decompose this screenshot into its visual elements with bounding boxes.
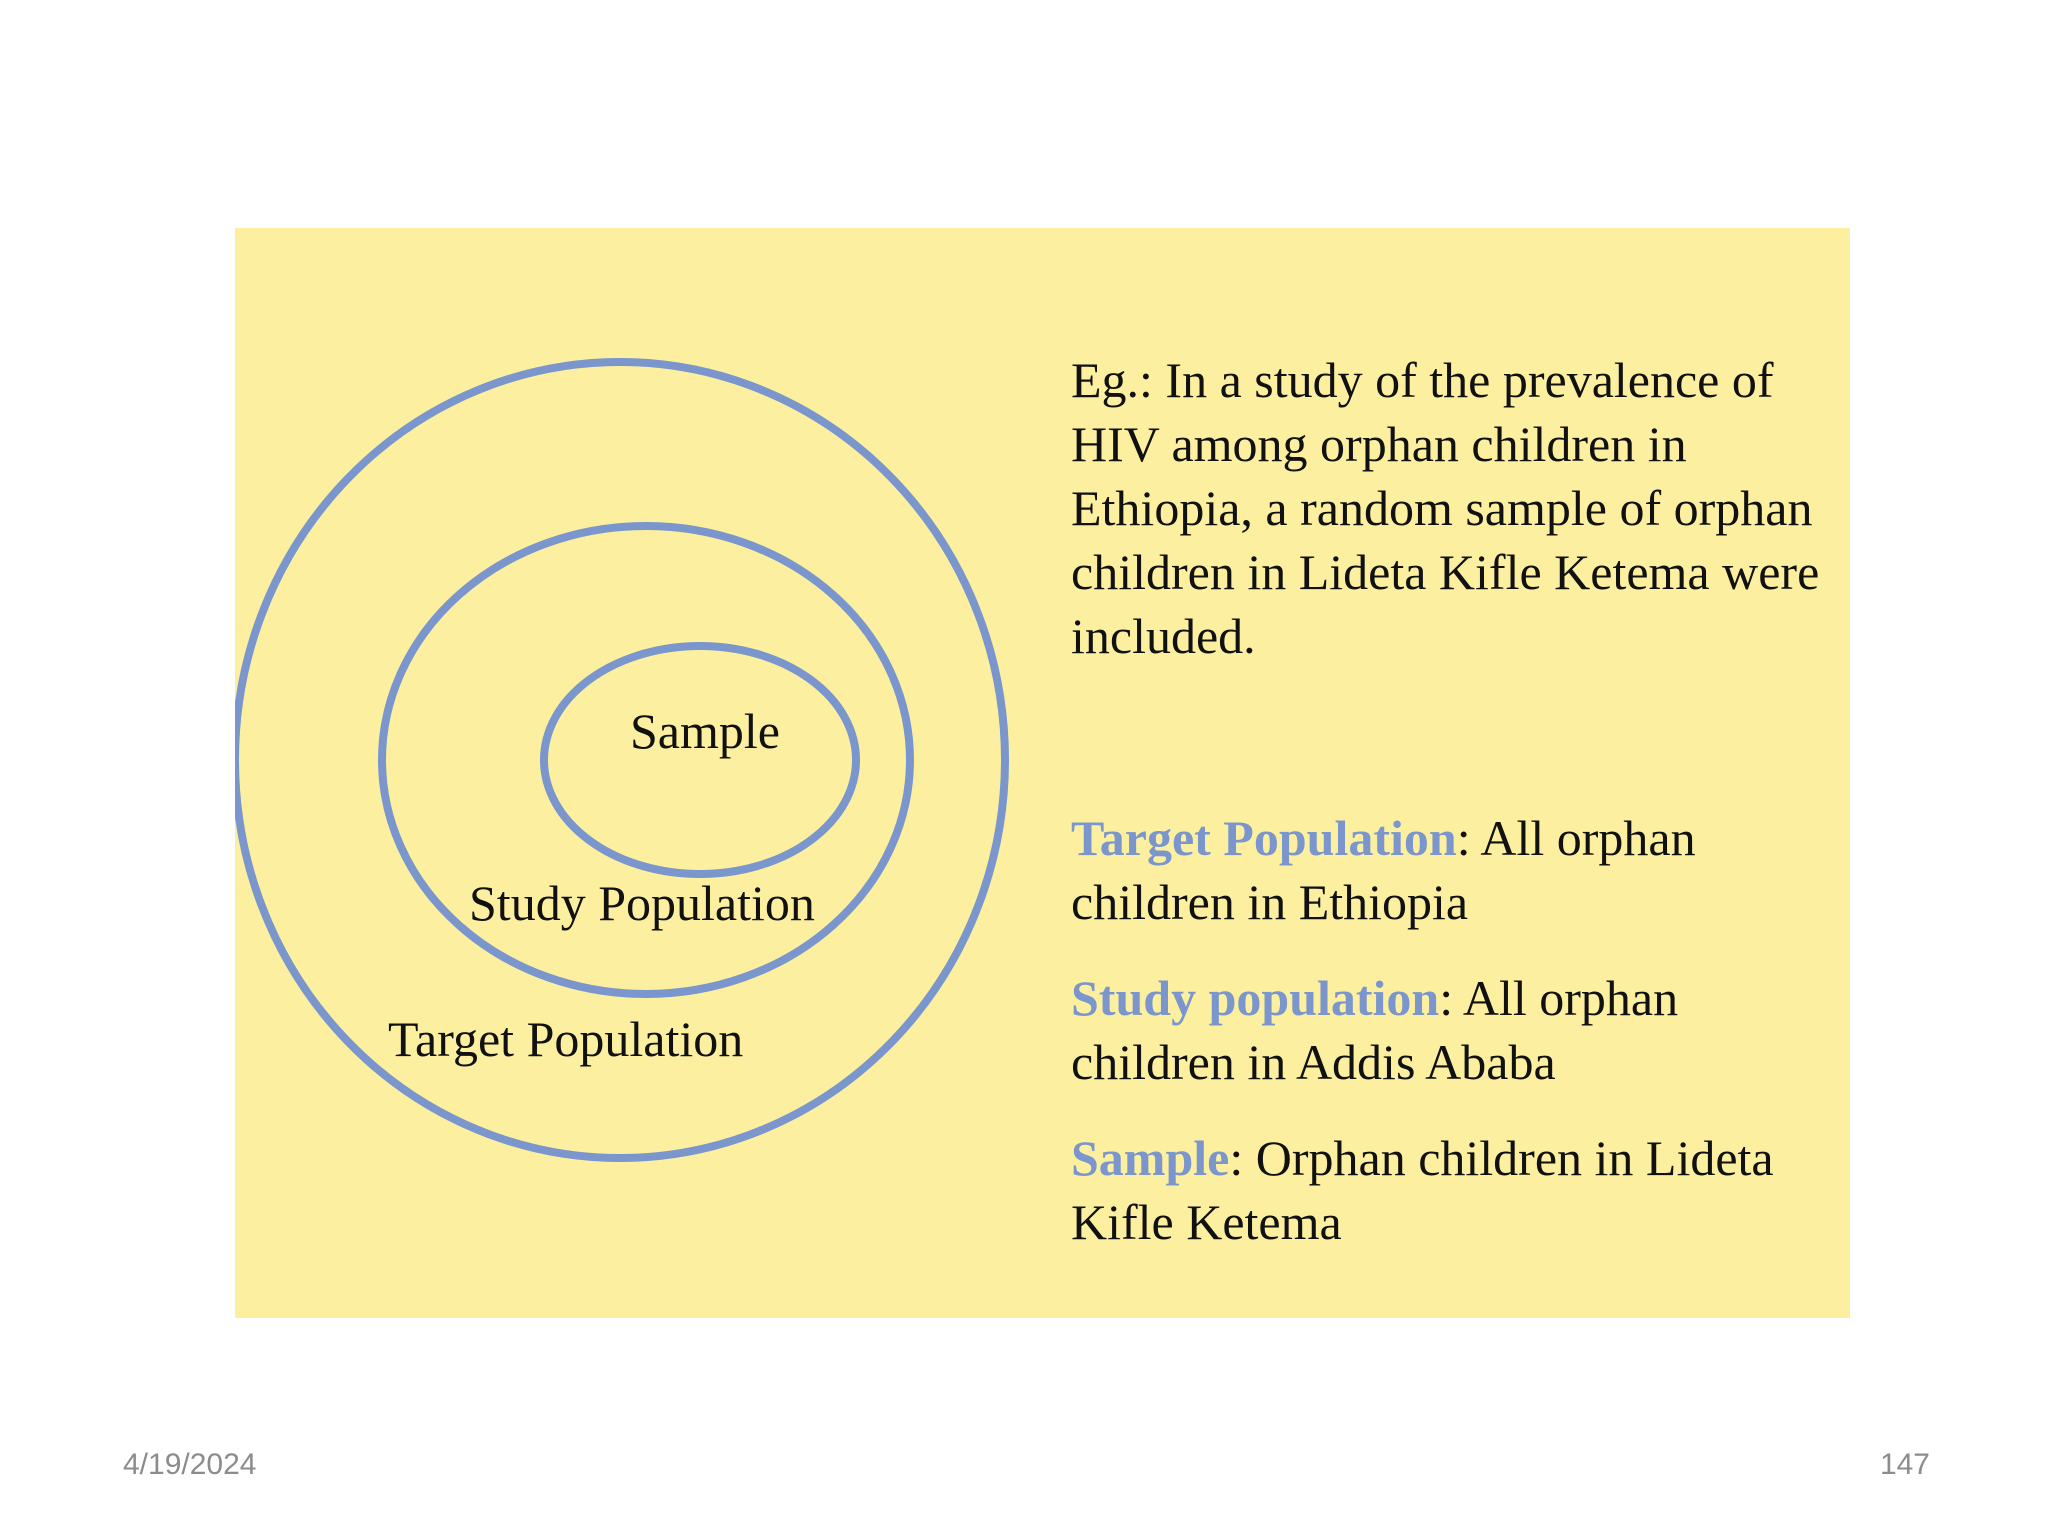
definition-term: Study population <box>1071 970 1440 1026</box>
sample-ring <box>540 642 860 878</box>
nested-population-diagram: Sample Study Population Target Populatio… <box>235 358 1009 1162</box>
definition-target-population: Target Population: All orphan children i… <box>1071 806 1841 934</box>
sample-label: Sample <box>630 703 780 759</box>
example-paragraph: Eg.: In a study of the prevalence of HIV… <box>1071 352 1820 664</box>
definition-term: Sample <box>1071 1130 1230 1186</box>
study-population-label: Study Population <box>469 875 815 931</box>
definition-text: : All orphan children in Ethiopia <box>1071 810 1696 930</box>
study-population-ring <box>378 522 914 998</box>
definition-text: : All orphan children in Addis Ababa <box>1071 970 1679 1090</box>
definition-term: Target Population <box>1071 810 1457 866</box>
content-panel: Sample Study Population Target Populatio… <box>235 228 1850 1318</box>
definition-study-population: Study population: All orphan children in… <box>1071 966 1841 1094</box>
target-population-label: Target Population <box>388 1011 743 1067</box>
footer-date: 4/19/2024 <box>123 1448 257 1481</box>
footer-page-number: 147 <box>1879 1448 1930 1481</box>
definition-text: : Orphan children in Lideta Kifle Ketema <box>1071 1130 1774 1250</box>
definition-sample: Sample: Orphan children in Lideta Kifle … <box>1071 1126 1841 1254</box>
target-population-ring <box>235 358 1009 1162</box>
